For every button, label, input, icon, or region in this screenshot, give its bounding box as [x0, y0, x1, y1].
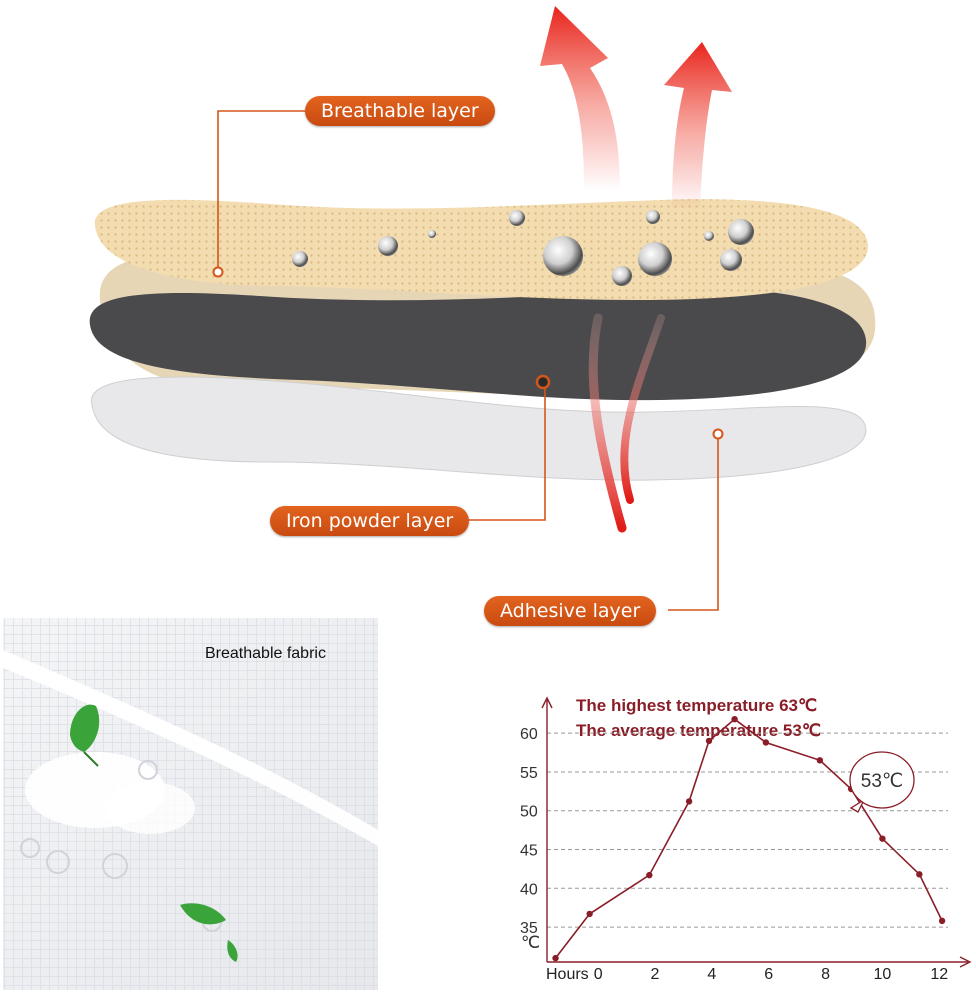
x-axis-label: Hours: [546, 966, 589, 983]
chart-y-tick-labels: 35 40 45 50 55 60: [520, 726, 538, 937]
chart-callout: 53℃: [849, 751, 915, 813]
data-point-9: [879, 835, 886, 842]
adhesive-layer-label: Adhesive layer: [484, 596, 657, 626]
adhesive-layer-shape: [90, 376, 867, 481]
data-point-2: [646, 871, 653, 879]
y-tick-label-60: 60: [520, 726, 538, 743]
data-point-0: [552, 954, 559, 962]
x-tick-label-2: 2: [651, 966, 660, 983]
data-point-4: [705, 737, 713, 745]
y-tick-label-50: 50: [520, 804, 538, 821]
breathable-fabric-label: Breathable fabric: [205, 645, 326, 662]
x-tick-label-6: 6: [764, 966, 773, 983]
x-tick-label-4: 4: [707, 966, 716, 983]
temperature-series-points: [552, 715, 946, 962]
breathable-layer-label: Breathable layer: [305, 96, 495, 126]
data-point-10: [916, 871, 923, 878]
y-tick-label-40: 40: [520, 881, 538, 898]
average-temperature-text: The average temperature 53℃: [576, 721, 821, 740]
chart-axes: [541, 696, 972, 968]
iron-powder-layer-label: Iron powder layer: [270, 506, 470, 536]
y-tick-label-45: 45: [520, 843, 538, 860]
iron-powder-layer-shape: [89, 288, 867, 401]
x-tick-label-10: 10: [874, 966, 892, 983]
water-droplets: [292, 210, 754, 286]
chart-x-tick-labels: 0 2 4 6 8 10 12: [594, 966, 949, 983]
x-tick-label-12: 12: [930, 966, 948, 983]
callout-value: 53℃: [861, 771, 903, 792]
data-point-5: [731, 715, 738, 723]
data-point-7: [816, 757, 824, 764]
data-point-3: [685, 798, 693, 805]
x-tick-label-8: 8: [821, 966, 830, 983]
leader-dots: [212, 266, 724, 440]
highest-temperature-text: The highest temperature 63℃: [576, 696, 818, 715]
data-point-1: [586, 910, 593, 918]
x-tick-label-0: 0: [594, 966, 603, 983]
temperature-series-line: [554, 718, 943, 959]
fabric-photo: [3, 618, 378, 990]
y-axis-arrow: [541, 696, 553, 709]
chart-gridlines: [547, 732, 948, 928]
y-tick-label-35: 35: [520, 920, 538, 937]
data-point-6: [762, 739, 770, 746]
heat-streams: [588, 313, 665, 533]
y-axis-label: ℃: [521, 933, 540, 952]
leader-lines: [217, 110, 719, 611]
y-tick-label-55: 55: [520, 765, 538, 782]
heat-arrows: [540, 6, 732, 210]
breathable-layer-shape: [94, 199, 869, 300]
data-point-11: [938, 917, 946, 925]
x-axis-arrow: [959, 956, 972, 968]
